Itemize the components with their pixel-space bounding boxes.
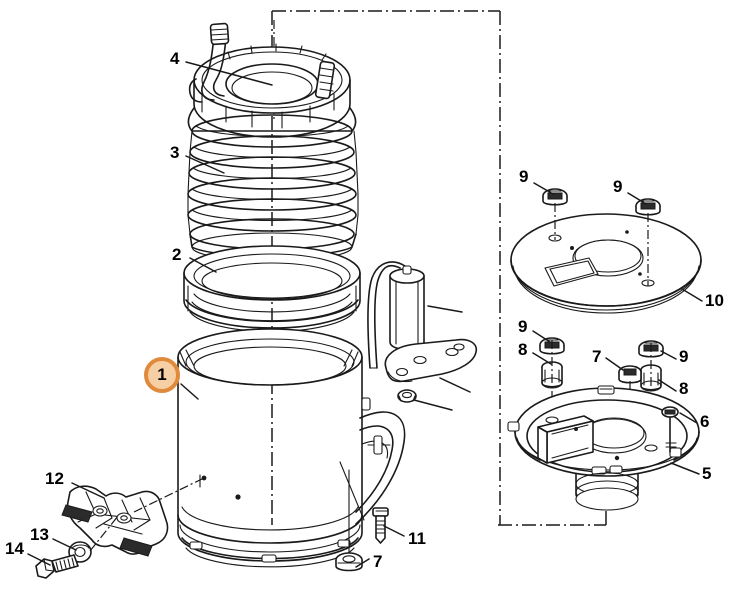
part-7-upper-nut-grommet — [618, 365, 642, 430]
callout-label-12: 12 — [45, 469, 64, 488]
part-2-sealing-ring-collar — [183, 245, 361, 333]
part-7-bottom-nut-grommet — [335, 469, 363, 572]
part-1-main-tank-body — [177, 328, 363, 568]
callout-label-1: 1 — [157, 365, 167, 384]
callout-badge-1-highlight[interactable]: 1 — [144, 357, 180, 393]
part-10-cover-plate-disc — [510, 213, 702, 314]
callout-label-11: 11 — [408, 529, 426, 548]
callout-label-3: 3 — [170, 143, 180, 162]
capacitor-mounting-plate — [384, 338, 478, 383]
upper-hose-tube — [201, 22, 230, 101]
part-5-base-flange-housing — [507, 385, 700, 511]
part-9-hex-nut-top-left — [542, 188, 568, 240]
callout-label-13: 13 — [30, 525, 49, 544]
part-12-mounting-bracket — [61, 477, 205, 557]
callout-label-6: 6 — [700, 412, 710, 431]
part-9-hex-nut-top-right — [635, 198, 661, 286]
callout-label-8-right: 8 — [679, 379, 689, 398]
callout-label-5: 5 — [702, 464, 712, 483]
callout-label-7-bottom: 7 — [373, 552, 383, 571]
callout-label-9-mid-right: 9 — [679, 347, 689, 366]
leader-capacitor — [427, 305, 463, 313]
callout-leader-lines — [27, 61, 703, 568]
callout-label-7-upper: 7 — [592, 347, 602, 366]
leader-plate — [439, 377, 471, 393]
callout-label-14: 14 — [5, 539, 24, 558]
part-3-flexible-bellows-hose — [187, 107, 359, 262]
capacitor-with-lead-wire — [367, 261, 425, 369]
part-4-top-collar-clamp-ring — [188, 20, 351, 138]
part-8-spacer-sleeve-left — [541, 340, 563, 420]
part-11-screw — [339, 461, 389, 544]
callout-label-8-left: 8 — [518, 340, 528, 359]
part-6-self-tapping-screw — [661, 406, 679, 453]
collar-clamp-screw — [314, 60, 336, 100]
leader-grommet — [413, 399, 453, 411]
callout-label-10: 10 — [705, 291, 724, 310]
outlet-deflector-scoop — [355, 397, 406, 525]
callout-label-9-top-right: 9 — [613, 177, 623, 196]
callout-label-4: 4 — [170, 49, 180, 68]
callout-label-9-top-left: 9 — [519, 167, 529, 186]
callout-label-9-mid-left: 9 — [518, 317, 528, 336]
part-14-hex-head-bolt — [35, 554, 79, 579]
callout-label-2: 2 — [172, 245, 182, 264]
